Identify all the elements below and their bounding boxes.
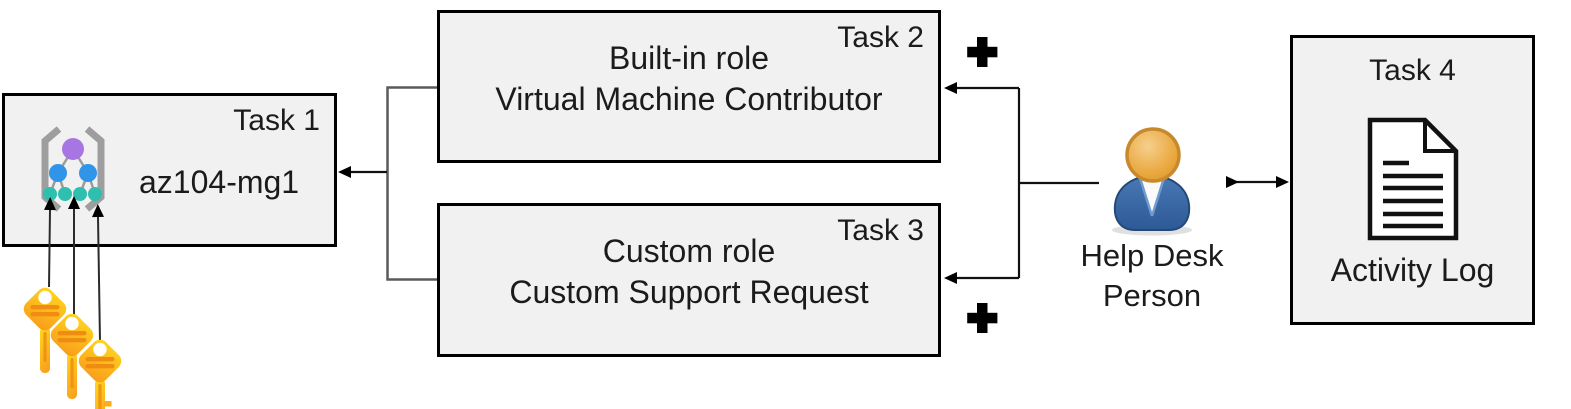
help-desk-person-icon (1112, 127, 1192, 236)
help-desk-person-label: Help Desk Person (1048, 236, 1256, 316)
help-desk-person-label-line1: Help Desk (1080, 238, 1224, 273)
task4-box: Task 4 Activity Log (1290, 35, 1535, 325)
help-desk-person-label-line2: Person (1102, 278, 1202, 313)
task1-label: Task 1 (233, 104, 320, 137)
task2-role-name: Virtual Machine Contributor (495, 81, 883, 117)
management-group-icon (41, 126, 105, 212)
plus-icon-bottom (967, 303, 998, 333)
task2-role-type: Built-in role (608, 40, 770, 76)
task2-label: Task 2 (837, 21, 924, 54)
task4-caption: Activity Log (1330, 252, 1495, 288)
task3-label: Task 3 (837, 214, 924, 247)
task3-role-type: Custom role (602, 233, 776, 269)
left-bracket-connector (386, 86, 437, 281)
activity-log-document-icon (1367, 117, 1459, 241)
keys-icon (23, 287, 122, 409)
task2-box: Task 2 Built-in role Virtual Machine Con… (437, 10, 941, 163)
task3-box: Task 3 Custom role Custom Support Reques… (437, 203, 941, 357)
task3-role-name: Custom Support Request (509, 274, 869, 310)
plus-icon-top (967, 37, 998, 67)
task4-label: Task 4 (1369, 54, 1456, 87)
management-group-name: az104-mg1 (139, 164, 300, 200)
task1-box: Task 1 az104-mg1 (2, 93, 337, 247)
